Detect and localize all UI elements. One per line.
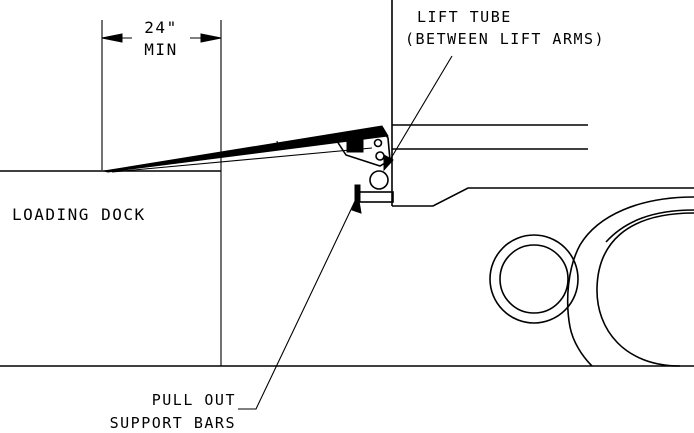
lift-tube-label-line2: (BETWEEN LIFT ARMS) [405, 30, 605, 48]
wheel-hub [489, 234, 579, 324]
wheel-well-inner [605, 209, 694, 243]
dimension-arrow-left-icon [101, 33, 123, 43]
lip-hinge-housing [333, 129, 391, 167]
support-bars-leader [238, 198, 357, 410]
lift-tube [369, 170, 389, 190]
dimension-value: 24" [144, 18, 177, 37]
loading-dock: LOADING DOCK [0, 170, 694, 367]
support-bars-label-line1: PULL OUT [152, 391, 236, 409]
ramp-deck [103, 125, 389, 173]
support-bars-arrow-icon [351, 193, 362, 214]
truck-body-outline [392, 187, 694, 207]
ramp-rib [276, 140, 279, 147]
ramp-underside [111, 147, 373, 173]
lift-tube-arrow-icon [383, 154, 394, 172]
tire-outer [596, 212, 694, 367]
lift-tube-callout: LIFT TUBE (BETWEEN LIFT ARMS) [383, 8, 605, 172]
wheel-well-arch [566, 196, 694, 367]
dimension-arrow-right-icon [200, 33, 222, 43]
support-bars-label-line2: SUPPORT BARS [110, 414, 236, 432]
loading-dock-label: LOADING DOCK [12, 205, 146, 224]
truck [391, 0, 694, 367]
wheel-rim [499, 244, 569, 314]
lift-arm-bracket [346, 138, 364, 153]
hinge-pin-lower [375, 151, 385, 161]
support-bar [358, 191, 394, 203]
lift-tube-leader [383, 55, 453, 171]
dock-leveler-ramp [103, 125, 391, 173]
hinge-pin-upper [373, 138, 383, 148]
lift-tube-label-line1: LIFT TUBE [417, 8, 512, 26]
support-bars-callout: PULL OUT SUPPORT BARS [110, 193, 362, 432]
dimension-qualifier: MIN [144, 40, 177, 59]
dimension-24-min: 24" MIN [101, 18, 222, 366]
